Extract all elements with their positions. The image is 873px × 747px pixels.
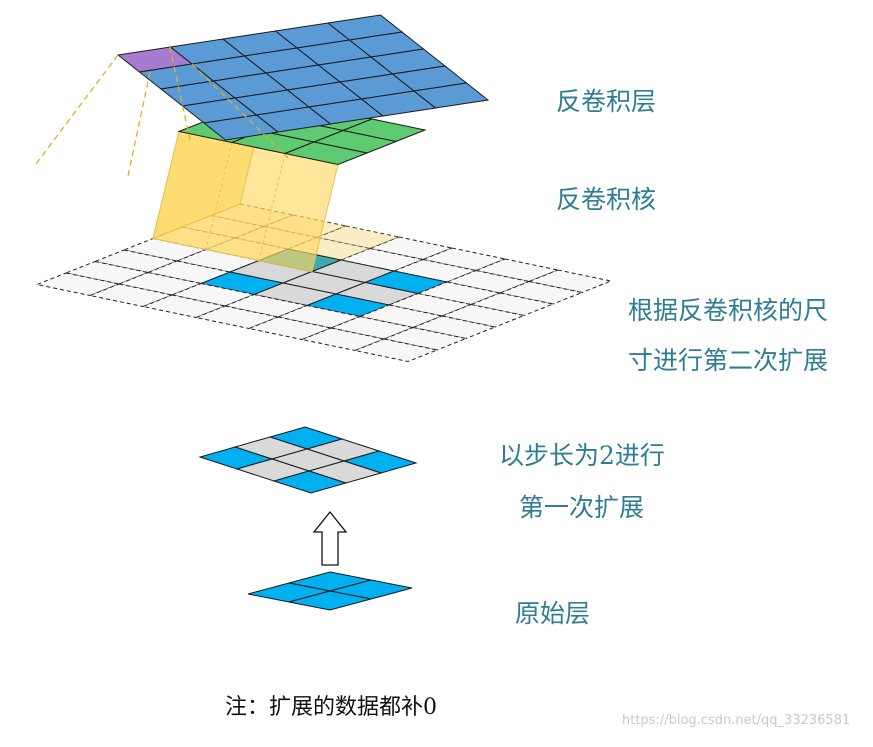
second-expansion-grid — [35, 203, 613, 363]
kernel-cell — [283, 141, 369, 166]
kernel-edge-line — [205, 142, 233, 250]
footnote: 注：扩展的数据都补0 — [225, 695, 437, 720]
label-second-expand-line1: 根据反卷积核的尺 — [628, 296, 829, 325]
label-first-expand-line1: 以步长为2进行 — [499, 441, 665, 470]
kernel-edge-line — [258, 153, 286, 261]
first-expansion-grid — [198, 426, 418, 494]
original-cell — [288, 590, 372, 611]
up-arrow-icon — [312, 510, 348, 566]
label-original-layer: 原始层 — [515, 599, 591, 628]
projection-line — [169, 46, 191, 141]
projection-line — [191, 63, 289, 159]
output-cell — [412, 82, 490, 109]
arrow-shape — [312, 510, 348, 566]
projection-dashed-lines — [35, 46, 289, 177]
label-first-expand-line2: 第一次扩展 — [519, 493, 645, 522]
original-layer-grid — [247, 571, 413, 611]
label-second-expand-line2: 寸进行第二次扩展 — [628, 346, 829, 375]
label-deconv-layer: 反卷积层 — [556, 87, 657, 116]
first-expansion-cell — [272, 470, 348, 494]
label-deconv-kernel: 反卷积核 — [556, 185, 657, 214]
projection-line — [35, 54, 119, 165]
projection-line — [127, 71, 151, 177]
watermark: https://blog.csdn.net/qq_33236581 — [622, 713, 851, 728]
deconv-output-grid — [116, 14, 490, 141]
second-expansion-cell — [353, 338, 439, 363]
